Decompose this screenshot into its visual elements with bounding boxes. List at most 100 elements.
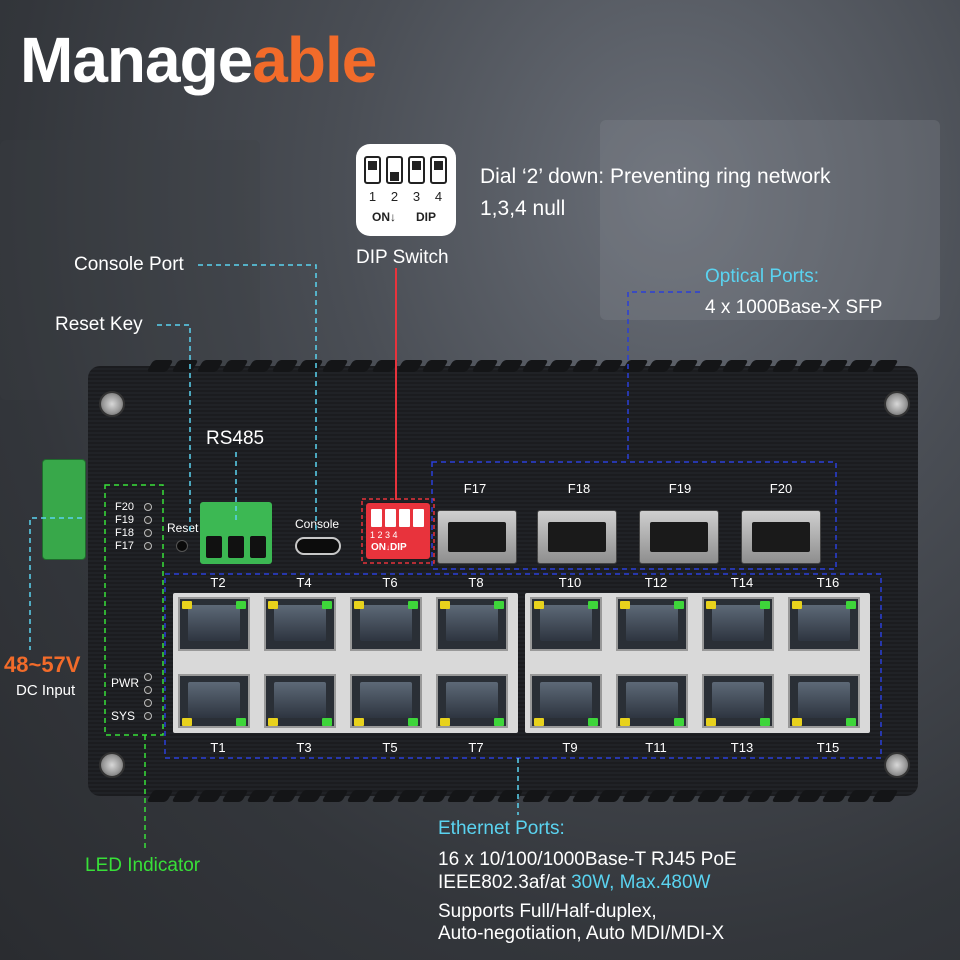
power-type-callout: DC Input — [16, 682, 76, 699]
port-activity-led — [706, 718, 716, 726]
rs485-callout: RS485 — [206, 428, 265, 449]
port-label-bottom: T11 — [645, 740, 667, 755]
port-link-led — [494, 718, 504, 726]
led-label-f19: F19 — [115, 514, 134, 526]
port-link-led — [588, 718, 598, 726]
port-label-bottom: T15 — [816, 740, 840, 755]
optical-ports-desc: 4 x 1000Base-X SFP — [705, 297, 883, 318]
led-label-pwr: PWR — [111, 676, 139, 690]
sfp-port-icon — [741, 510, 821, 564]
reset-label: Reset — [167, 521, 199, 535]
led-f19 — [144, 516, 152, 524]
port-label-top: T8 — [468, 575, 484, 590]
port-activity-led — [182, 718, 192, 726]
port-link-led — [760, 601, 770, 609]
rj45-port-icon — [264, 597, 336, 651]
rj45-port-icon — [178, 674, 250, 728]
rj45-port-icon — [264, 674, 336, 728]
port-label-top: T10 — [558, 575, 582, 590]
dc-terminal-block — [42, 459, 86, 560]
port-label-bottom: T3 — [296, 740, 312, 755]
port-activity-led — [354, 718, 364, 726]
port-label-top: T6 — [382, 575, 398, 590]
port-label-top: T12 — [644, 575, 668, 590]
port-label-bottom: T9 — [562, 740, 578, 755]
headline-part2: able — [252, 24, 377, 96]
port-link-led — [674, 601, 684, 609]
port-link-led — [846, 601, 856, 609]
rj45-port-icon — [530, 597, 602, 651]
port-activity-led — [620, 601, 630, 609]
port-link-led — [322, 718, 332, 726]
reset-button — [176, 540, 188, 552]
led-f17 — [144, 542, 152, 550]
port-activity-led — [268, 601, 278, 609]
rj45-port-icon — [616, 674, 688, 728]
rj45-port-icon — [350, 597, 422, 651]
screw-icon — [884, 752, 910, 778]
dip-switch-physical: 1 2 3 4 ON↓DIP — [366, 503, 430, 559]
port-label-top: T2 — [210, 575, 226, 590]
rj45-port-icon — [702, 674, 774, 728]
console-label: Console — [295, 517, 340, 531]
console-port-callout: Console Port — [74, 254, 184, 275]
port-activity-led — [706, 601, 716, 609]
port-link-led — [236, 718, 246, 726]
ethernet-desc-line2: IEEE802.3af/at 30W, Max.480W — [438, 872, 711, 893]
rj45-port-icon — [788, 674, 860, 728]
led-sys-1 — [144, 699, 152, 707]
led-sys-2 — [144, 712, 152, 720]
port-activity-led — [354, 601, 364, 609]
screw-icon — [99, 752, 125, 778]
port-link-led — [588, 601, 598, 609]
dip-switch-caption: DIP Switch — [356, 247, 449, 268]
power-voltage-callout: 48~57V — [4, 652, 81, 677]
rj45-port-icon — [788, 597, 860, 651]
port-link-led — [494, 601, 504, 609]
port-label-top: T16 — [816, 575, 840, 590]
dip-physical-on: ON↓DIP — [371, 542, 407, 553]
reset-key-callout: Reset Key — [55, 314, 143, 335]
ethernet-ports-title: Ethernet Ports: — [438, 818, 565, 839]
dip-number-1: 1 — [368, 189, 377, 204]
port-label-bottom: T5 — [382, 740, 398, 755]
dip-dip-label: DIP — [416, 210, 437, 224]
rj45-port-icon — [436, 674, 508, 728]
port-activity-led — [182, 601, 192, 609]
sfp-label-f20: F20 — [769, 481, 793, 496]
rs485-terminal — [200, 502, 272, 564]
port-link-led — [760, 718, 770, 726]
dip-description-line1: Dial ‘2’ down: Preventing ring network — [480, 165, 831, 188]
led-pwr-1 — [144, 673, 152, 681]
screw-icon — [884, 391, 910, 417]
port-activity-led — [440, 601, 450, 609]
optical-ports-title: Optical Ports: — [705, 266, 820, 287]
dip-number-3: 3 — [412, 189, 421, 204]
sfp-label-f19: F19 — [668, 481, 692, 496]
port-link-led — [322, 601, 332, 609]
led-label-sys: SYS — [111, 709, 136, 723]
port-link-led — [846, 718, 856, 726]
port-activity-led — [620, 718, 630, 726]
led-label-f20: F20 — [115, 501, 134, 513]
port-label-top: T14 — [730, 575, 754, 590]
headline-part1: Manage — [20, 24, 253, 96]
port-label-bottom: T1 — [210, 740, 226, 755]
rj45-port-icon — [436, 597, 508, 651]
port-link-led — [408, 718, 418, 726]
led-label-f18: F18 — [115, 527, 134, 539]
port-activity-led — [792, 718, 802, 726]
dip-physical-numbers: 1 2 3 4 — [370, 530, 398, 540]
sfp-label-f17: F17 — [463, 481, 487, 496]
port-link-led — [408, 601, 418, 609]
led-f20 — [144, 503, 152, 511]
background-window — [600, 120, 940, 320]
ethernet-desc-line3: Supports Full/Half-duplex, — [438, 901, 657, 922]
screw-icon — [99, 391, 125, 417]
port-activity-led — [534, 718, 544, 726]
dip-number-4: 4 — [434, 189, 443, 204]
sfp-port-icon — [437, 510, 517, 564]
rj45-port-icon — [350, 674, 422, 728]
port-activity-led — [440, 718, 450, 726]
sfp-port-icon — [537, 510, 617, 564]
